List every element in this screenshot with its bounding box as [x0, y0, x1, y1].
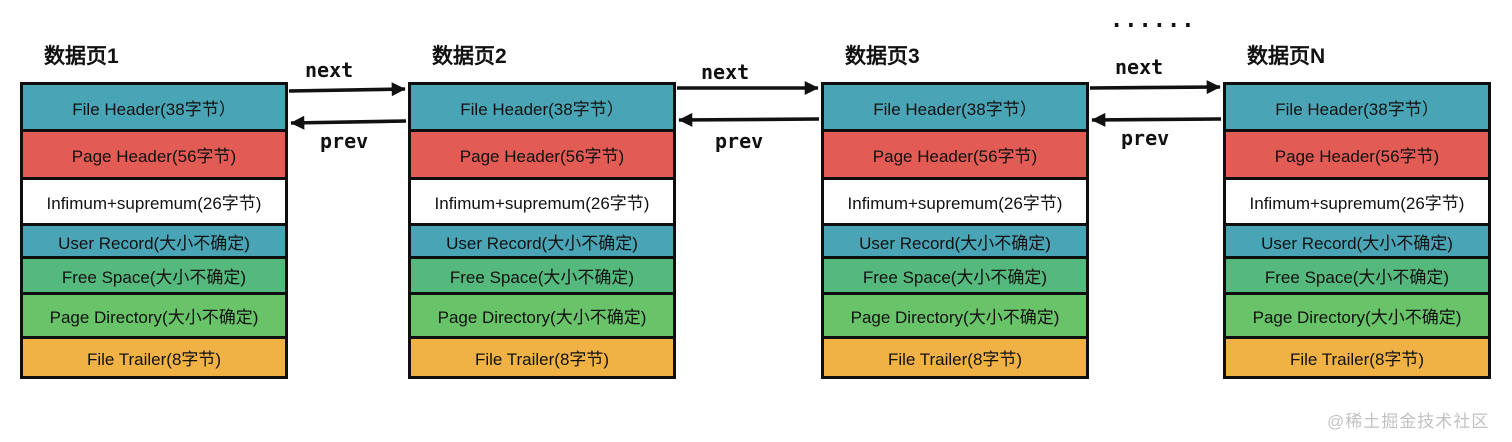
data-page-4: 数据页N File Header(38字节）Page Header(56字节)I… [1223, 42, 1491, 379]
page-sections: File Header(38字节）Page Header(56字节)Infimu… [821, 82, 1089, 379]
prev-label-3: prev [1121, 126, 1170, 150]
section-user-record: User Record(大小不确定) [1223, 223, 1491, 259]
next-label-3: next [1115, 55, 1164, 79]
section-user-record: User Record(大小不确定) [20, 223, 288, 259]
prev-label-1: prev [320, 129, 369, 153]
prev-arrow-1 [290, 115, 407, 130]
section-page-directory: Page Directory(大小不确定) [821, 292, 1089, 339]
section-file-header: File Header(38字节） [20, 82, 288, 132]
prev-arrow-3 [1091, 112, 1222, 127]
next-arrow-3 [1089, 80, 1221, 95]
section-infimum-supremum: Infimum+supremum(26字节) [408, 177, 676, 226]
page-title: 数据页3 [845, 45, 920, 68]
section-page-header: Page Header(56字节) [821, 129, 1089, 180]
page-sections: File Header(38字节）Page Header(56字节)Infimu… [408, 82, 676, 379]
next-label-2: next [701, 60, 750, 84]
section-file-trailer: File Trailer(8字节) [821, 336, 1089, 379]
more-pages-ellipsis: ...... [1110, 8, 1196, 33]
data-page-1: 数据页1 File Header(38字节）Page Header(56字节)I… [20, 42, 288, 379]
watermark: @稀土掘金技术社区 [1327, 412, 1490, 431]
section-infimum-supremum: Infimum+supremum(26字节) [20, 177, 288, 226]
next-label-1: next [305, 58, 354, 82]
section-page-directory: Page Directory(大小不确定) [408, 292, 676, 339]
page-sections: File Header(38字节）Page Header(56字节)Infimu… [20, 82, 288, 379]
section-file-header: File Header(38字节） [1223, 82, 1491, 132]
section-file-header: File Header(38字节） [408, 82, 676, 132]
section-user-record: User Record(大小不确定) [821, 223, 1089, 259]
section-file-trailer: File Trailer(8字节) [408, 336, 676, 379]
section-free-space: Free Space(大小不确定) [1223, 256, 1491, 295]
section-page-directory: Page Directory(大小不确定) [20, 292, 288, 339]
section-user-record: User Record(大小不确定) [408, 223, 676, 259]
section-page-header: Page Header(56字节) [1223, 129, 1491, 180]
data-page-3: 数据页3 File Header(38字节）Page Header(56字节)I… [821, 42, 1089, 379]
section-file-trailer: File Trailer(8字节) [20, 336, 288, 379]
data-page-2: 数据页2 File Header(38字节）Page Header(56字节)I… [408, 42, 676, 379]
section-free-space: Free Space(大小不确定) [20, 256, 288, 295]
section-infimum-supremum: Infimum+supremum(26字节) [821, 177, 1089, 226]
section-file-trailer: File Trailer(8字节) [1223, 336, 1491, 379]
page-sections: File Header(38字节）Page Header(56字节)Infimu… [1223, 82, 1491, 379]
page-title: 数据页1 [44, 45, 119, 68]
section-free-space: Free Space(大小不确定) [408, 256, 676, 295]
section-infimum-supremum: Infimum+supremum(26字节) [1223, 177, 1491, 226]
page-title: 数据页N [1247, 45, 1326, 68]
section-page-header: Page Header(56字节) [20, 129, 288, 180]
section-file-header: File Header(38字节） [821, 82, 1089, 132]
prev-label-2: prev [715, 129, 764, 153]
section-page-directory: Page Directory(大小不确定) [1223, 292, 1491, 339]
page-title: 数据页2 [432, 45, 507, 68]
prev-arrow-2 [678, 112, 820, 127]
section-page-header: Page Header(56字节) [408, 129, 676, 180]
next-arrow-1 [288, 82, 406, 97]
section-free-space: Free Space(大小不确定) [821, 256, 1089, 295]
